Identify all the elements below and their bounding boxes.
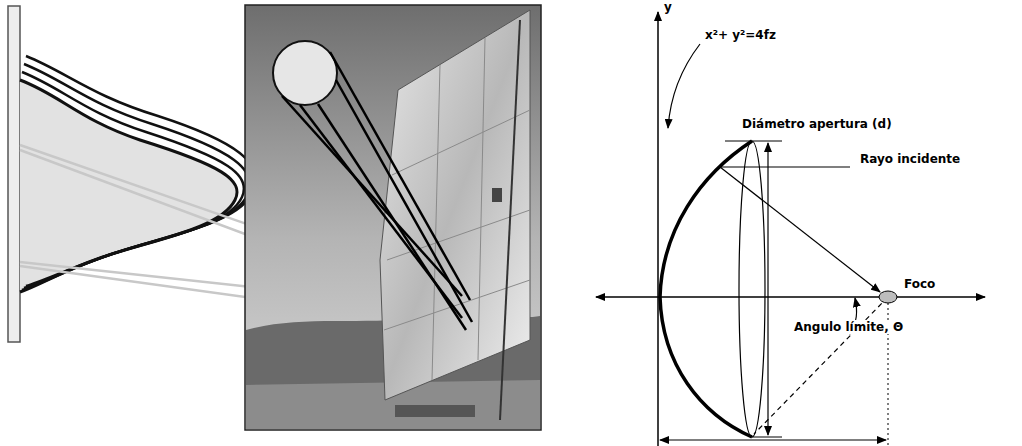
equation-label: x²+ y²=4fz [705,28,776,42]
heliostat-photo [245,5,541,430]
ray-label: Rayo incidente [858,152,962,166]
axis-label: y [664,0,672,14]
focus-label: Foco [902,277,937,291]
angle-label: Angulo límite, Θ [792,320,905,334]
paraboloid-diagram [596,12,985,446]
dimension-label: Diámetro apertura (d) [740,117,894,131]
